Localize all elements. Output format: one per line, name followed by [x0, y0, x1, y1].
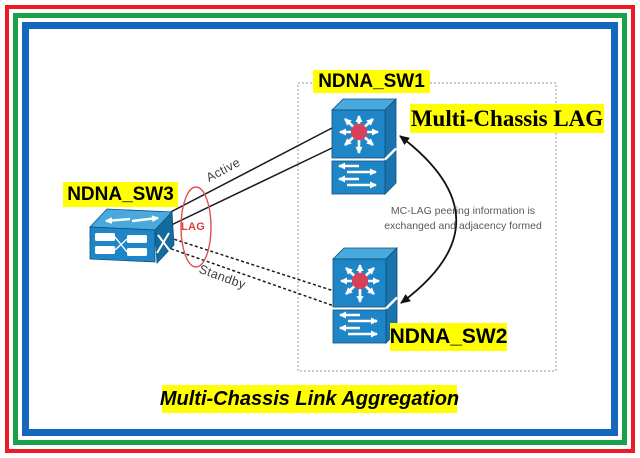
active-link-line-1 — [162, 127, 333, 217]
multilayer-switch-icon-sw1 — [332, 99, 396, 194]
standby-link-line-1 — [163, 235, 335, 292]
multilayer-switch-icon-sw2 — [333, 248, 397, 343]
multi-chassis-lag-callout: Multi-Chassis LAG — [410, 104, 604, 133]
diagram-caption: Multi-Chassis Link Aggregation — [160, 385, 459, 413]
active-links — [162, 127, 333, 229]
peering-note-line1: MC-LAG peering information is — [390, 205, 536, 217]
lag-label: LAG — [181, 221, 206, 233]
sw2-label: NDNA_SW2 — [390, 323, 507, 351]
active-link-line-2 — [164, 147, 333, 229]
standby-link-line-2 — [165, 246, 335, 307]
side-x-glyph — [156, 232, 171, 254]
peering-note-line2: exchanged and adjacency formed — [384, 219, 542, 232]
sw1-label: NDNA_SW1 — [313, 70, 430, 93]
standby-links — [163, 235, 335, 307]
lag-ellipse — [180, 186, 212, 268]
sw3-label: NDNA_SW3 — [63, 182, 178, 207]
workgroup-switch-icon-sw3 — [89, 208, 175, 264]
peering-note: MC-LAG peering information is exchanged … — [377, 204, 549, 233]
peering-curve-arrow — [399, 135, 458, 304]
